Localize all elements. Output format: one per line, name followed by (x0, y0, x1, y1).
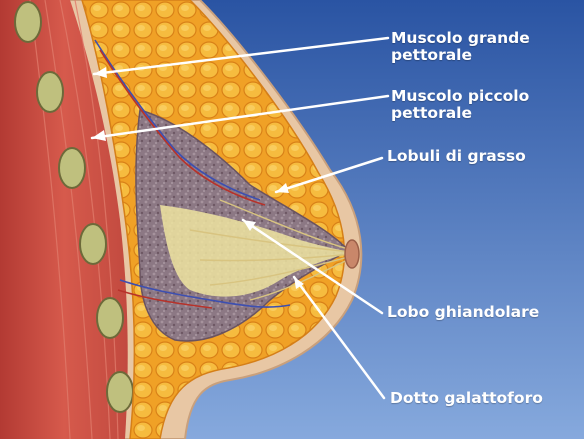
label-gland-lobe-text: Lobo ghiandolare (387, 304, 539, 321)
label-milk-duct: Dotto galattoforo (390, 390, 543, 407)
label-pectoralis-minor: Muscolo piccolo pettorale (391, 88, 529, 122)
label-pectoralis-major-line2: pettorale (391, 47, 530, 64)
label-pectoralis-major: Muscolo grande pettorale (391, 30, 530, 64)
nipple (345, 240, 359, 268)
label-pectoralis-minor-line2: pettorale (391, 105, 529, 122)
label-pectoralis-minor-line1: Muscolo piccolo (391, 88, 529, 105)
label-gland-lobe: Lobo ghiandolare (387, 304, 539, 321)
label-fat-lobules: Lobuli di grasso (387, 148, 526, 165)
label-fat-lobules-text: Lobuli di grasso (387, 148, 526, 165)
label-pectoralis-major-line1: Muscolo grande (391, 30, 530, 47)
label-milk-duct-text: Dotto galattoforo (390, 390, 543, 407)
